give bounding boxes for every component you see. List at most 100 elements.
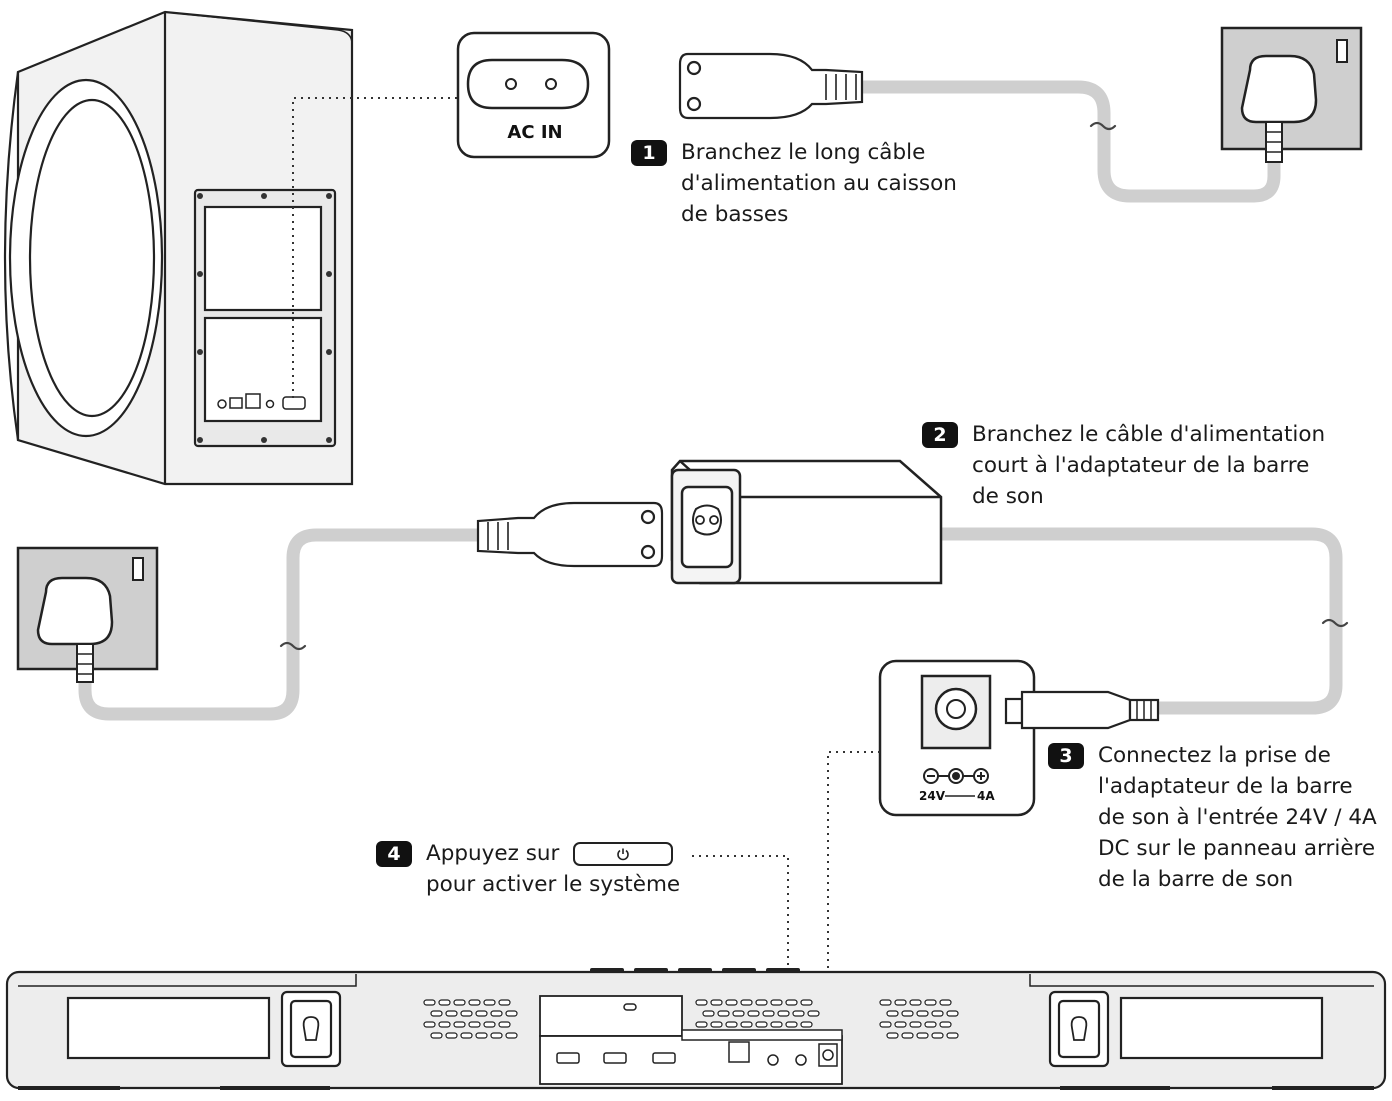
amperage-label: 4A [977, 789, 995, 803]
step-4: 4 Appuyez sur pour activer le système [376, 838, 680, 900]
cables [78, 80, 1343, 721]
dc-jack-callout: 24V 4A [878, 659, 1036, 817]
grille-slot [695, 1021, 708, 1028]
grille-slot [755, 999, 768, 1006]
grille-slot [732, 1010, 745, 1017]
dc-cable [931, 527, 1343, 715]
power-icon [617, 848, 630, 860]
step-2: 2 Branchez le câble d'alimentation court… [922, 419, 1325, 512]
grille-slot [490, 1010, 503, 1017]
grille-slot [460, 1032, 473, 1039]
grille-slot [800, 999, 813, 1006]
grille-slot [438, 1021, 451, 1028]
step-1-text: Branchez le long câble d'alimentation au… [681, 140, 957, 227]
step-4-badge: 4 [376, 841, 412, 867]
grille-slot [710, 1021, 723, 1028]
dc-leader [827, 751, 880, 1008]
soundbar-grilles [423, 999, 959, 1039]
grille-slot [747, 1010, 760, 1017]
grille-slot [430, 1010, 443, 1017]
grille-slot [939, 1021, 952, 1028]
grille-slot [740, 1021, 753, 1028]
soundbar [5, 968, 1387, 1090]
ac-in-leader [292, 97, 458, 398]
grille-slot [886, 1010, 899, 1017]
step-3: 3 Connectez la prise de l'adaptateur de … [1048, 740, 1377, 895]
grille-slot [505, 1010, 518, 1017]
step-3-badge: 3 [1048, 743, 1084, 769]
grille-slot [946, 1010, 959, 1017]
grille-slot [498, 999, 511, 1006]
grille-slot [807, 1010, 820, 1017]
grille-slot [916, 1010, 929, 1017]
power-button [573, 841, 674, 866]
grille-slot [468, 1021, 481, 1028]
grille-slot [702, 1010, 715, 1017]
grille-slot [931, 1010, 944, 1017]
ac-in-callout: AC IN [456, 31, 611, 159]
grille-slot [762, 1010, 775, 1017]
grille-slot [740, 999, 753, 1006]
grille-slot [483, 999, 496, 1006]
grille-slot [483, 1021, 496, 1028]
grille-slot [755, 1021, 768, 1028]
grille-slot [909, 999, 922, 1006]
power-leader [692, 855, 789, 970]
step-4-text-after: pour activer le système [426, 872, 681, 897]
grille-slot [924, 1021, 937, 1028]
wall-outlet-top [1220, 26, 1363, 163]
grille-slot [475, 1032, 488, 1039]
power-adapter [670, 459, 943, 585]
grille-slot [909, 1021, 922, 1028]
grille-slot [939, 999, 952, 1006]
grille-slot [505, 1032, 518, 1039]
grille-slot [453, 1021, 466, 1028]
voltage-label: 24V [919, 789, 946, 803]
grille-slot [886, 1032, 899, 1039]
grille-slot [924, 999, 937, 1006]
grille-slot [916, 1032, 929, 1039]
grille-slot [946, 1032, 959, 1039]
grille-slot [445, 1032, 458, 1039]
grille-slot [438, 999, 451, 1006]
grille-slot [770, 1021, 783, 1028]
grille-slot [894, 999, 907, 1006]
grille-slot [423, 999, 436, 1006]
cable-break-marks [279, 121, 1349, 651]
grille-slot [879, 999, 892, 1006]
grille-slot [800, 1021, 813, 1028]
grille-slot [445, 1010, 458, 1017]
subwoofer-power-cable [855, 80, 1281, 203]
grille-slot [430, 1032, 443, 1039]
grille-slot [475, 1010, 488, 1017]
step-1-badge: 1 [631, 140, 667, 166]
iec-plug-top [678, 52, 864, 120]
dc-plug [1004, 690, 1160, 730]
wall-outlet-left [16, 546, 159, 683]
grille-slot [725, 1021, 738, 1028]
grille-slot [777, 1010, 790, 1017]
grille-slot [453, 999, 466, 1006]
step-4-text-before: Appuyez sur [426, 841, 560, 866]
grille-slot [725, 999, 738, 1006]
step-1: 1 Branchez le long câble d'alimentation … [631, 137, 957, 230]
grille-slot [423, 1021, 436, 1028]
grille-slot [460, 1010, 473, 1017]
grille-slot [792, 1010, 805, 1017]
grille-slot [717, 1010, 730, 1017]
grille-slot [894, 1021, 907, 1028]
grille-slot [490, 1032, 503, 1039]
step-3-text: Connectez la prise de l'adaptateur de la… [1098, 743, 1377, 892]
grille-slot [770, 999, 783, 1006]
grille-slot [695, 999, 708, 1006]
grille-slot [468, 999, 481, 1006]
adapter-power-cable [78, 528, 489, 721]
iec-plug-middle [476, 501, 664, 568]
step-2-text: Branchez le câble d'alimentation court à… [972, 422, 1326, 509]
grille-slot [879, 1021, 892, 1028]
subwoofer [3, 10, 354, 486]
grille-slot [498, 1021, 511, 1028]
grille-slot [710, 999, 723, 1006]
grille-slot [901, 1010, 914, 1017]
